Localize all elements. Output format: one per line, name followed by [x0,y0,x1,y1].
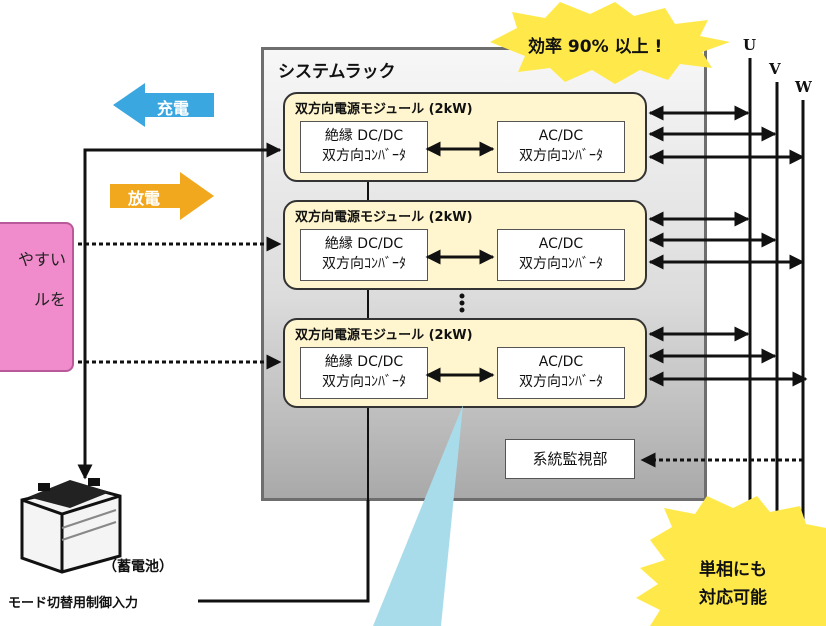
converter-line1: AC/DC [538,354,584,370]
battery-label: （蓄電池） [103,559,173,575]
charge-arrow [113,83,214,127]
callout-beam [373,405,463,626]
module-title: 双方向電源モジュール (2kW) [295,102,473,117]
phase-v-label: V [769,60,781,78]
discharge-label: 放電 [128,189,161,208]
ellipsis-dot [459,293,465,299]
grid-monitor: 系統監視部 [505,439,635,479]
callout-box: やすい ルを [0,222,74,372]
power-module-2: 双方向電源モジュール (2kW) 絶縁 DC/DC 双方向ｺﾝﾊﾞｰﾀ AC/D… [283,200,647,290]
efficiency-burst [490,2,730,84]
converter-line1: 絶縁 DC/DC [324,354,404,370]
single-phase-line2: 対応可能 [699,588,767,608]
converter-line2: 双方向ｺﾝﾊﾞｰﾀ [519,256,603,272]
converter-line2: 双方向ｺﾝﾊﾞｰﾀ [322,148,406,164]
acdc-converter: AC/DC 双方向ｺﾝﾊﾞｰﾀ [497,347,625,399]
converter-line2: 双方向ｺﾝﾊﾞｰﾀ [519,148,603,164]
charge-label: 充電 [157,99,190,118]
dcdc-converter: 絶縁 DC/DC 双方向ｺﾝﾊﾞｰﾀ [300,229,428,281]
converter-line1: 絶縁 DC/DC [324,236,404,252]
single-phase-label: 単相にも 対応可能 [670,556,796,612]
acdc-converter: AC/DC 双方向ｺﾝﾊﾞｰﾀ [497,229,625,281]
single-phase-line1: 単相にも [699,560,767,580]
converter-line2: 双方向ｺﾝﾊﾞｰﾀ [519,374,603,390]
single-phase-burst [636,496,826,626]
mode-control-line [198,500,370,603]
dcdc-converter: 絶縁 DC/DC 双方向ｺﾝﾊﾞｰﾀ [300,121,428,173]
converter-line1: AC/DC [538,236,584,252]
converter-line1: 絶縁 DC/DC [324,128,404,144]
ellipsis-dot [459,300,465,306]
module-title: 双方向電源モジュール (2kW) [295,210,473,225]
module-title: 双方向電源モジュール (2kW) [295,328,473,343]
callout-line1: やすい [17,250,66,269]
converter-line2: 双方向ｺﾝﾊﾞｰﾀ [322,256,406,272]
phase-w-label: W [795,78,812,96]
callout-line2: ルを [33,290,66,309]
ellipsis-dot [459,307,465,313]
converter-line2: 双方向ｺﾝﾊﾞｰﾀ [322,374,406,390]
acdc-converter: AC/DC 双方向ｺﾝﾊﾞｰﾀ [497,121,625,173]
converter-line1: AC/DC [538,128,584,144]
power-module-3: 双方向電源モジュール (2kW) 絶縁 DC/DC 双方向ｺﾝﾊﾞｰﾀ AC/D… [283,318,647,408]
phase-u-label: U [743,36,757,54]
rack-title: システムラック [278,62,396,82]
dcdc-converter: 絶縁 DC/DC 双方向ｺﾝﾊﾞｰﾀ [300,347,428,399]
battery-icon [20,478,122,574]
power-module-1: 双方向電源モジュール (2kW) 絶縁 DC/DC 双方向ｺﾝﾊﾞｰﾀ AC/D… [283,92,647,182]
efficiency-label: 効率 90% 以上 ! [528,37,663,57]
mode-control-label: モード切替用制御入力 [8,596,139,611]
discharge-arrow [110,172,214,220]
